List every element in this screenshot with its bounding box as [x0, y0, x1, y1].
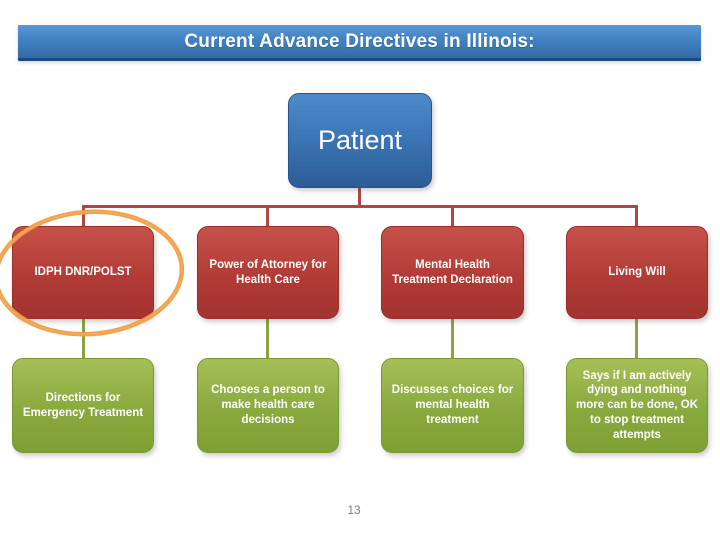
detail-box-mental-health: Discusses choices for mental health trea…	[381, 358, 524, 453]
connector-detail-mental-health	[451, 318, 454, 359]
slide-title: Current Advance Directives in Illinois:	[184, 30, 535, 52]
patient-root-node: Patient	[288, 93, 432, 188]
detail-label: Says if I am actively dying and nothing …	[575, 369, 699, 441]
detail-label: Directions for Emergency Treatment	[22, 391, 144, 419]
detail-label: Chooses a person to make health care dec…	[211, 384, 325, 426]
title-bar: Current Advance Directives in Illinois:	[18, 25, 701, 61]
connector-branch-idph	[82, 205, 85, 227]
directive-box-poa: Power of Attorney for Health Care	[197, 226, 339, 319]
connector-branch-poa	[266, 205, 269, 227]
detail-box-idph: Directions for Emergency Treatment	[12, 358, 154, 453]
directive-box-mental-health: Mental Health Treatment Declaration	[381, 226, 524, 319]
connector-detail-poa	[266, 318, 269, 359]
connector-branch-mental-health	[451, 205, 454, 227]
directive-label: IDPH DNR/POLST	[34, 266, 132, 279]
page-number: 13	[347, 503, 361, 517]
connector-root-stub	[358, 186, 361, 207]
connector-branch-living-will	[635, 205, 638, 227]
detail-box-poa: Chooses a person to make health care dec…	[197, 358, 339, 453]
connector-detail-living-will	[635, 318, 638, 359]
directive-box-living-will: Living Will	[566, 226, 708, 319]
directive-box-idph: IDPH DNR/POLST	[12, 226, 154, 319]
connector-horizontal	[82, 205, 638, 208]
detail-label: Discusses choices for mental health trea…	[391, 384, 514, 426]
detail-box-living-will: Says if I am actively dying and nothing …	[566, 358, 708, 453]
connector-detail-idph	[82, 318, 85, 359]
directive-label: Power of Attorney for Health Care	[209, 258, 327, 286]
directive-label: Mental Health Treatment Declaration	[392, 258, 513, 286]
patient-label: Patient	[317, 125, 403, 156]
directive-label: Living Will	[608, 266, 666, 279]
